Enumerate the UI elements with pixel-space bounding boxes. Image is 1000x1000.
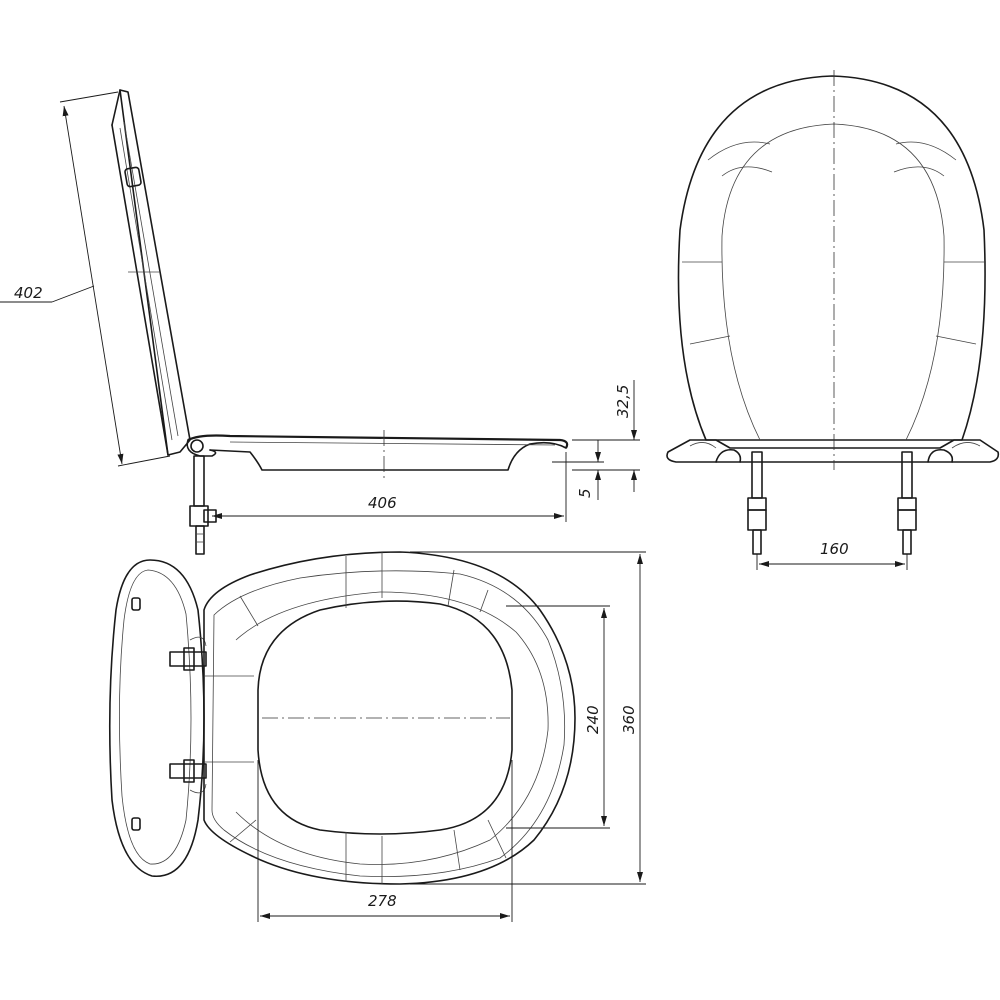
seat-rear-base [666, 439, 1000, 463]
dimension-outer-length: 360 [410, 551, 646, 885]
dim-label-inner-length: 240 [584, 705, 602, 734]
side-view: 402 406 32,5 5 [0, 89, 640, 555]
hinge-bolt-side [189, 455, 217, 555]
dim-label-lid-length: 402 [14, 284, 43, 302]
dimension-small-gap: 5 [552, 440, 604, 500]
dim-label-thickness-bottom: 5 [576, 488, 594, 498]
rear-view: 160 [666, 70, 1000, 570]
lid-raised [111, 89, 191, 456]
dim-label-thickness-top: 32,5 [614, 385, 632, 418]
dim-label-inner-width: 278 [368, 892, 397, 910]
dimension-inner-width: 278 [257, 760, 513, 922]
dim-label-seat-length: 406 [368, 494, 397, 512]
dim-label-bolt-spacing: 160 [820, 540, 849, 558]
dimension-lid-length: 402 [0, 91, 171, 467]
seat-side-profile [186, 434, 569, 471]
dim-label-outer-length: 360 [620, 705, 638, 734]
hinges-top [169, 636, 207, 794]
seat-ring-top [203, 551, 576, 885]
bolt-right-rear [897, 451, 917, 555]
lid-rear-outline [677, 75, 986, 441]
bolt-left-rear [747, 451, 767, 555]
top-view: 240 360 278 [108, 551, 646, 922]
dimension-inner-length: 240 [506, 605, 610, 829]
dimension-bolt-spacing: 160 [756, 540, 908, 570]
lid-open-top [108, 559, 205, 877]
dimension-seat-length: 406 [212, 452, 567, 522]
dimension-thickness: 32,5 [572, 380, 640, 492]
